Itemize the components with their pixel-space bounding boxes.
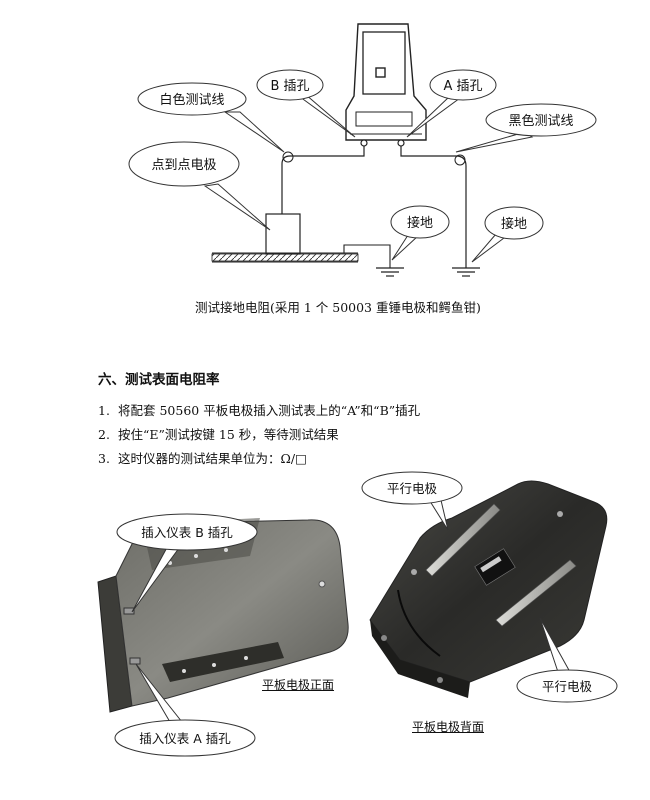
- callout-ground-1: 接地: [390, 205, 450, 261]
- callout-insert-b: 插入仪表 B 插孔: [116, 513, 258, 613]
- steps-list: 1.将配套 50560 平板电极插入测试表上的“A”和“B”插孔 2.按住“E”…: [98, 402, 420, 474]
- label-b-socket: B 插孔: [270, 79, 309, 94]
- list-item: 2.按住“E”测试按键 15 秒，等待测试结果: [98, 427, 339, 442]
- back-electrode-photo: [369, 480, 608, 698]
- callout-parallel-top: 平行电极: [361, 471, 463, 531]
- label-insert-a: 插入仪表 A 插孔: [139, 731, 231, 746]
- callout-parallel-bottom: 平行电极: [516, 617, 618, 703]
- label-ground-1: 接地: [407, 215, 433, 231]
- a-socket-icon: [397, 139, 405, 147]
- callout-b-socket: B 插孔: [256, 69, 356, 138]
- ground-test-diagram: B 插孔 A 插孔 白色测试线 黑色测试线 点到点电极: [128, 23, 597, 277]
- list-item: 1.将配套 50560 平板电极插入测试表上的“A”和“B”插孔: [98, 403, 421, 418]
- section-heading: 六、测试表面电阻率: [98, 372, 220, 388]
- ground-symbol-1: [376, 267, 404, 277]
- callout-black-lead: 黑色测试线: [455, 103, 597, 153]
- label-parallel-bottom: 平行电极: [542, 679, 593, 694]
- label-ground-2: 接地: [501, 216, 527, 232]
- label-insert-b: 插入仪表 B 插孔: [141, 525, 233, 540]
- p2p-electrode-icon: [265, 213, 301, 255]
- ground-plate: [211, 253, 359, 262]
- white-test-lead: [281, 146, 365, 232]
- label-parallel-top: 平行电极: [387, 481, 438, 496]
- ground-symbol-2: [452, 267, 480, 277]
- electrode-photos: 插入仪表 B 插孔 插入仪表 A 插孔 平行电极: [97, 471, 618, 757]
- back-photo-caption: 平板电极背面: [412, 720, 485, 734]
- diagram-caption: 测试接地电阻(采用 1 个 50003 重锤电极和鳄鱼钳): [195, 300, 481, 315]
- label-white-lead: 白色测试线: [159, 92, 224, 108]
- b-socket-icon: [360, 139, 368, 147]
- label-a-socket: A 插孔: [443, 79, 482, 94]
- callout-a-socket: A 插孔: [406, 69, 497, 138]
- callout-white-lead: 白色测试线: [137, 82, 285, 153]
- label-black-lead: 黑色测试线: [508, 113, 573, 129]
- label-p2p-electrode: 点到点电极: [151, 158, 216, 173]
- callout-p2p-electrode: 点到点电极: [128, 141, 271, 231]
- meter-icon: [345, 23, 427, 141]
- callout-insert-a: 插入仪表 A 插孔: [114, 663, 256, 757]
- callout-ground-2: 接地: [471, 206, 544, 263]
- list-item: 3.这时仪器的测试结果单位为：Ω/□: [98, 451, 307, 466]
- black-test-lead: [400, 146, 467, 268]
- front-photo-caption: 平板电极正面: [262, 678, 335, 692]
